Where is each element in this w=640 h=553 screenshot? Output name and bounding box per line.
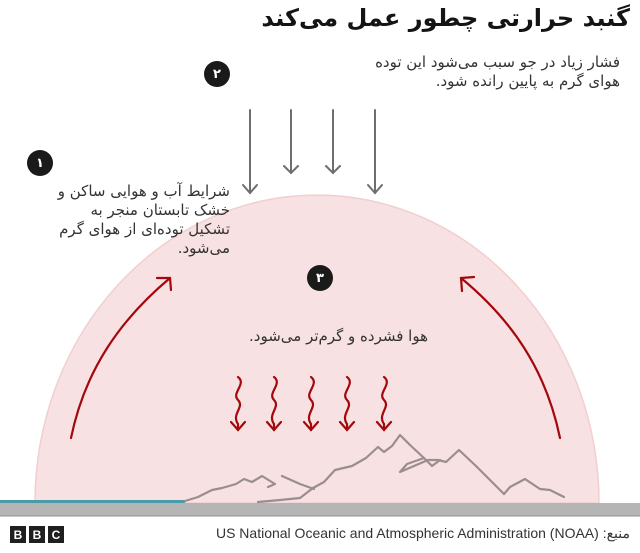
down-arrow-icon [367, 109, 383, 195]
curved-up-arrow-left-icon [69, 276, 173, 440]
down-arrow-icon [325, 109, 341, 175]
curved-up-arrow-right-icon [459, 275, 562, 440]
step-2-text: فشار زیاد در جو سبب می‌شود این توده هوای… [220, 53, 620, 91]
ground-bar [0, 503, 640, 516]
bbc-logo-letter: B [29, 526, 45, 543]
step-2-line: هوای گرم به پایین رانده شود. [435, 72, 620, 90]
down-arrow-icon [242, 109, 258, 195]
bbc-logo-letter: B [10, 526, 26, 543]
bbc-logo-letter: C [48, 526, 64, 543]
step-1-line: می‌شود. [177, 239, 230, 257]
mountains-icon [183, 433, 566, 504]
wavy-down-arrow-icon [302, 375, 320, 432]
circulation-arrows [69, 275, 562, 440]
step-3-line: هوا فشرده و گرم‌تر می‌شود. [249, 327, 428, 345]
step-1-line: تشکیل توده‌ای از هوای گرم [59, 220, 230, 238]
wavy-down-arrow-icon [265, 375, 283, 432]
source-label: منبع: [602, 525, 630, 541]
heat-arrows [229, 375, 393, 432]
step-1-line: خشک تابستان منجر به [90, 201, 230, 219]
step-1-line: شرایط آب و هوایی ساکن و [57, 182, 230, 200]
source-text: US National Oceanic and Atmospheric Admi… [215, 525, 599, 541]
step-2-badge: ۲ [204, 61, 230, 87]
pressure-arrows [242, 109, 383, 195]
step-3-text: هوا فشرده و گرم‌تر می‌شود. [188, 327, 428, 346]
diagram-title: گنبد حرارتی چطور عمل می‌کند [261, 4, 630, 32]
heat-dome-shape [34, 194, 600, 504]
down-arrow-icon [283, 109, 299, 175]
step-1-badge: ۱ [27, 150, 53, 176]
step-1-text: شرایط آب و هوایی ساکن و خشک تابستان منجر… [0, 182, 230, 258]
step-3-badge: ۳ [307, 265, 333, 291]
source-credit: منبع: US National Oceanic and Atmospheri… [216, 525, 630, 542]
wavy-down-arrow-icon [375, 375, 393, 432]
wavy-down-arrow-icon [229, 375, 247, 432]
wavy-down-arrow-icon [338, 375, 356, 432]
step-2-line: فشار زیاد در جو سبب می‌شود این توده [375, 53, 620, 71]
bbc-logo: B B C [10, 526, 64, 543]
